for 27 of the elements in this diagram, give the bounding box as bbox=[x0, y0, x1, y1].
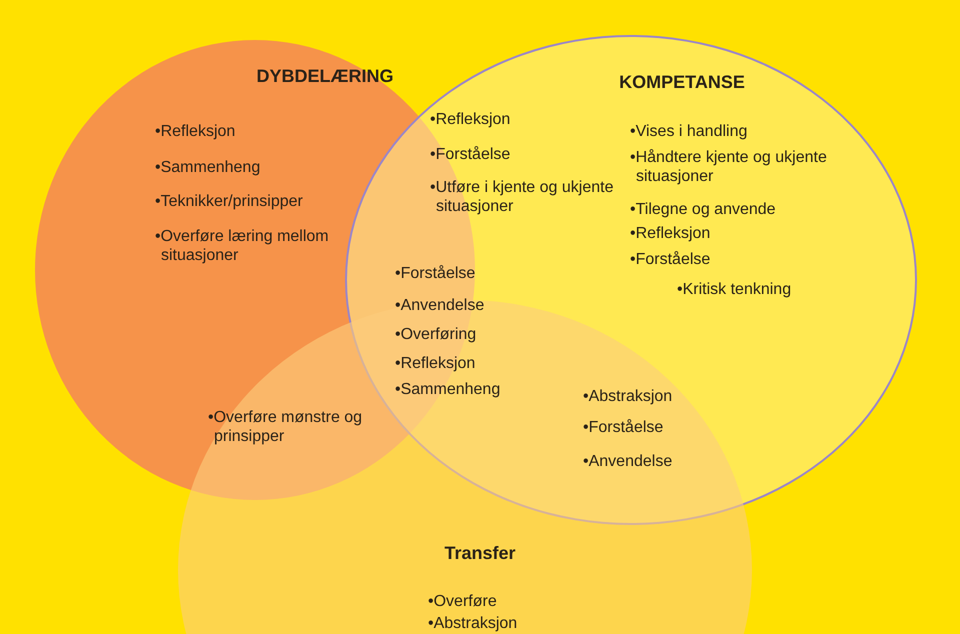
list-item: •Overføre mønstre og prinsipper bbox=[208, 408, 364, 446]
list-item: •Refleksjon bbox=[155, 122, 236, 142]
list-item: •Kritisk tenkning bbox=[677, 280, 792, 300]
list-item: •Overføre læring mellom situasjoner bbox=[155, 227, 330, 266]
list-item: •Refleksjon bbox=[430, 110, 510, 130]
list-item: •Sammenheng bbox=[155, 158, 260, 178]
list-item: •Teknikker/prinsipper bbox=[155, 192, 303, 212]
list-item: •Utføre i kjente og ukjente situasjoner bbox=[430, 178, 614, 216]
list-item: •Forståelse bbox=[430, 145, 510, 164]
set-title: DYBDELÆRING bbox=[256, 66, 394, 88]
list-item: •Forståelse bbox=[583, 418, 664, 438]
list-item: •Overføring bbox=[395, 325, 476, 344]
list-item: •Tilegne og anvende bbox=[630, 200, 776, 220]
list-item: •Abstraksjon bbox=[428, 614, 518, 634]
list-item: •Anvendelse bbox=[583, 452, 672, 472]
list-item: •Refleksjon bbox=[395, 354, 476, 374]
list-item: •Vises i handling bbox=[630, 122, 748, 142]
set-title: Transfer bbox=[444, 543, 516, 565]
list-item: •Abstraksjon bbox=[583, 387, 672, 406]
list-item: •Refleksjon bbox=[630, 224, 710, 244]
list-item: •Overføre bbox=[428, 592, 497, 612]
list-item: •Forståelse bbox=[395, 264, 476, 284]
list-item: •Sammenheng bbox=[395, 380, 500, 400]
list-item: •Forståelse bbox=[630, 250, 710, 270]
list-item: •Anvendelse bbox=[395, 296, 484, 316]
set-title: KOMPETANSE bbox=[619, 72, 745, 94]
list-item: •Håndtere kjente og ukjente situasjoner bbox=[630, 148, 828, 186]
